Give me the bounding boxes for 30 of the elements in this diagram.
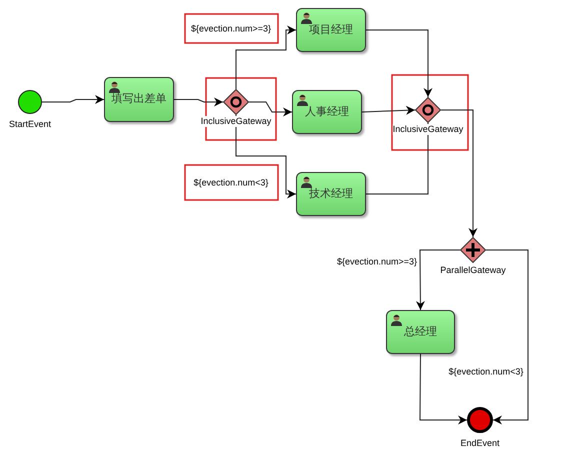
user-task-box	[296, 8, 366, 52]
task-label: 项目经理	[309, 22, 353, 38]
event-label: InclusiveGateway	[392, 124, 464, 135]
event-label: ParallelGateway	[440, 265, 506, 276]
arrow	[486, 250, 528, 424]
task-label: 人事经理	[305, 104, 349, 120]
task-label: 技术经理	[309, 186, 353, 202]
task-label: 总经理	[404, 324, 437, 340]
event-label: InclusiveGateway	[200, 116, 272, 127]
arrow	[416, 250, 460, 310]
user-task-box	[292, 90, 362, 134]
arrow	[236, 114, 296, 198]
arrow	[366, 30, 432, 98]
edge-label: ${evection.num>=3}	[336, 256, 418, 268]
user-task-box	[104, 77, 174, 122]
arrow	[42, 95, 104, 104]
arrow	[174, 98, 224, 106]
task-label: 填写出差单	[112, 91, 166, 108]
edge-label: ${evection.num>=3}	[190, 24, 272, 34]
user-task-box	[386, 310, 455, 354]
event-label: StartEvent	[8, 119, 52, 130]
arrow	[420, 354, 468, 424]
event-label: EndEvent	[460, 438, 500, 449]
user-task-box	[296, 172, 366, 216]
arrow	[362, 106, 416, 115]
arrow	[236, 26, 296, 90]
edge-label: ${evection.num<3}	[194, 178, 268, 188]
arrow	[440, 110, 478, 238]
arrow	[248, 102, 292, 116]
edge-label: ${evection.num<3}	[448, 366, 524, 378]
